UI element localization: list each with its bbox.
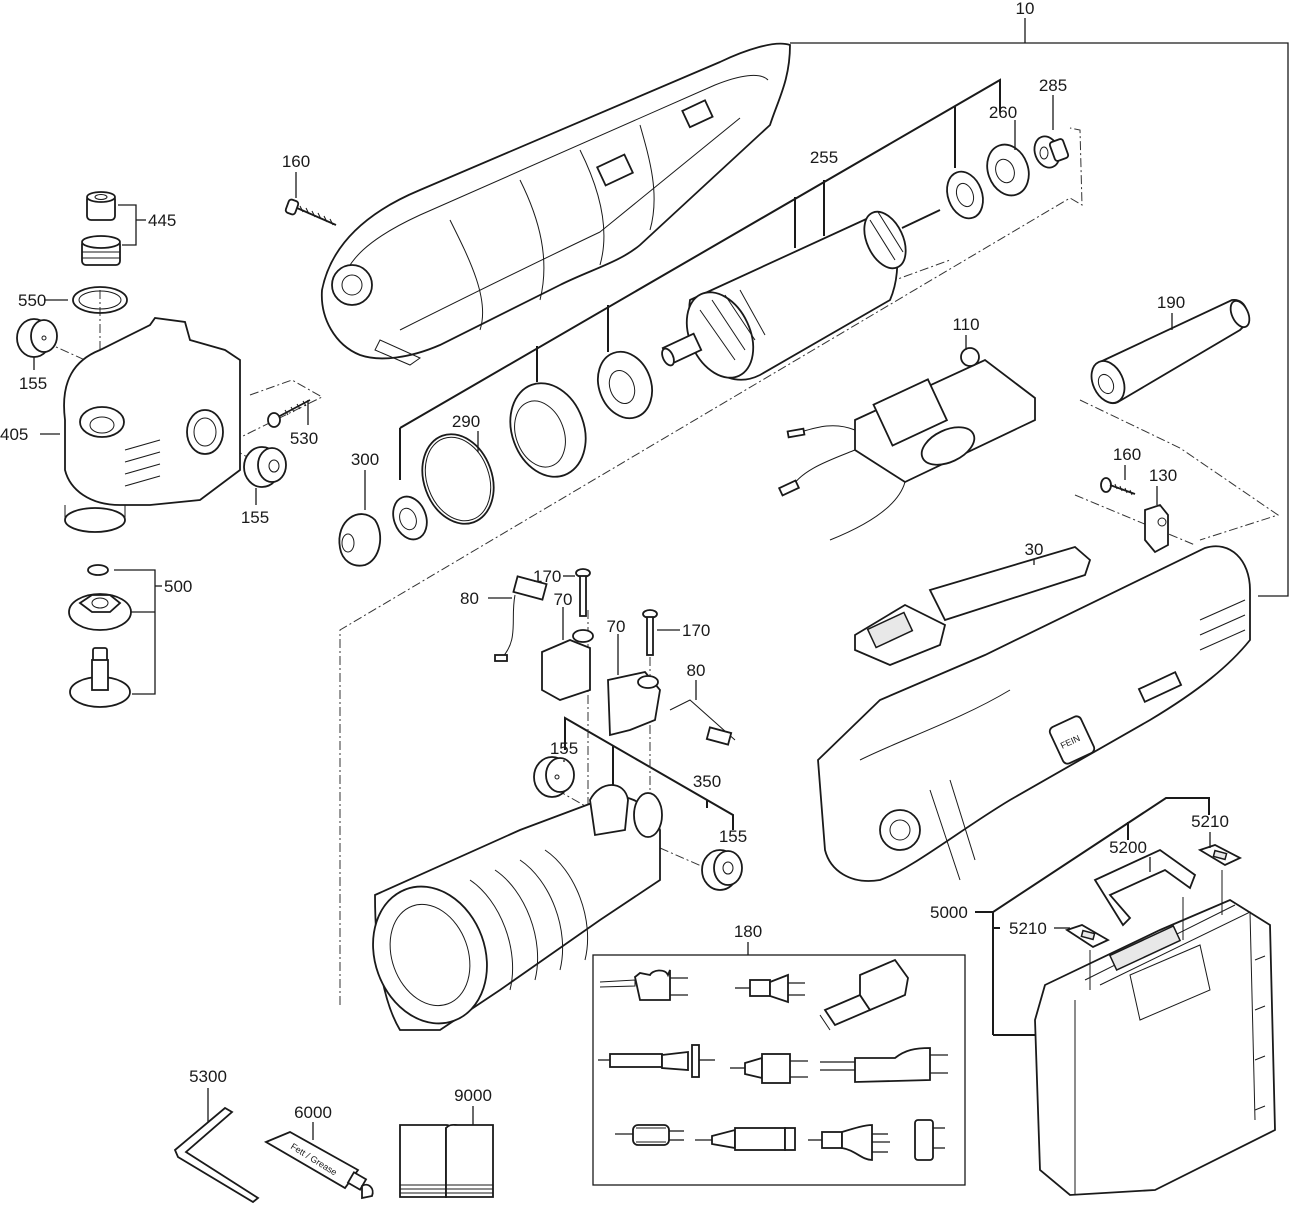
clamp-130 — [1144, 503, 1169, 554]
bracket-10 — [790, 18, 1289, 597]
carrying-case-5000 — [1034, 898, 1276, 1196]
label-part-30: 30 — [1025, 540, 1044, 559]
label-part-155-center: 155 — [241, 508, 269, 527]
handle-grip-190 — [1090, 299, 1251, 405]
damper-155-center — [243, 446, 287, 488]
label-part-5210-left: 5210 — [1009, 919, 1047, 938]
bearing-lower-stack — [338, 350, 653, 567]
label-part-5200: 5200 — [1109, 838, 1147, 857]
bracket-445 — [118, 204, 137, 246]
plug-eu-flat — [820, 1047, 948, 1083]
label-part-170-left: 170 — [533, 567, 561, 586]
brush-holder-70-left — [541, 629, 594, 701]
latch-5210-right — [1197, 844, 1243, 867]
bushing-445 — [81, 191, 121, 266]
plug-round — [695, 1127, 796, 1151]
screw-170-right — [642, 609, 658, 656]
label-part-170-right: 170 — [682, 621, 710, 640]
label-part-80-left: 80 — [460, 589, 479, 608]
label-part-550: 550 — [18, 291, 46, 310]
label-part-70-right: 70 — [607, 617, 626, 636]
label-part-155-stator-right: 155 — [719, 827, 747, 846]
plug-za — [808, 1124, 890, 1161]
damper-155-left — [16, 318, 58, 358]
label-part-160-top: 160 — [282, 152, 310, 171]
label-part-180: 180 — [734, 922, 762, 941]
electronics-module-110 — [777, 347, 1036, 541]
leader-lines — [33, 95, 1211, 929]
brush-80-right — [669, 699, 736, 746]
grease-tube-6000: Fett / Grease — [263, 1122, 374, 1200]
label-part-110: 110 — [952, 315, 979, 334]
bearing-260 — [946, 143, 1030, 220]
gear-head-405 — [63, 317, 241, 533]
bracket-5000 — [975, 797, 1210, 1036]
clamp-assembly-500 — [68, 564, 132, 708]
label-part-255: 255 — [810, 148, 838, 167]
hex-key-5300 — [173, 1088, 260, 1204]
plug-options-180 — [592, 942, 966, 1186]
label-part-190: 190 — [1157, 293, 1185, 312]
label-part-285: 285 — [1039, 76, 1067, 95]
assembly-axes — [44, 127, 1280, 1005]
stator-350 — [372, 784, 663, 1031]
brush-80-left — [494, 575, 548, 662]
bracket-500 — [114, 569, 156, 695]
label-part-10: 10 — [1016, 0, 1035, 18]
plug-us — [599, 969, 688, 1001]
plug-ch — [735, 973, 805, 1004]
label-part-500: 500 — [164, 577, 192, 596]
label-part-130: 130 — [1149, 466, 1177, 485]
plug-uk — [914, 1119, 945, 1161]
label-part-80-right: 80 — [687, 661, 706, 680]
screw-160-top — [284, 172, 337, 226]
housing-upper-shell — [321, 42, 791, 366]
screw-170-left — [575, 568, 591, 617]
brush-holder-70-right — [607, 671, 661, 737]
bracket-350 — [564, 716, 734, 830]
spacer-285 — [1033, 135, 1070, 169]
latch-5210-left — [1064, 924, 1110, 949]
label-part-70-left: 70 — [554, 590, 573, 609]
housing-lower-shell: FEIN — [817, 545, 1251, 882]
label-part-160-right: 160 — [1113, 445, 1141, 464]
plug-jp — [615, 1124, 684, 1146]
label-part-5210-right: 5210 — [1191, 812, 1229, 831]
case-handle-5200 — [1093, 848, 1197, 927]
plug-au — [598, 1044, 715, 1078]
damper-155-stator-left — [533, 756, 575, 798]
switch-slide-30 — [854, 545, 1092, 666]
plug-schuko — [819, 958, 909, 1031]
label-part-5300: 5300 — [189, 1067, 227, 1086]
label-part-405: 405 — [0, 425, 28, 444]
bracket-255 — [399, 78, 1001, 480]
label-part-9000: 9000 — [454, 1086, 492, 1105]
label-part-445: 445 — [148, 211, 176, 230]
label-part-155-stator-left: 155 — [550, 739, 578, 758]
label-part-300: 300 — [351, 450, 379, 469]
label-part-350: 350 — [693, 772, 721, 791]
plug-eu — [730, 1053, 808, 1084]
screw-530 — [267, 399, 311, 428]
label-part-5000: 5000 — [930, 903, 968, 922]
o-ring-550 — [72, 286, 128, 314]
armature-255 — [661, 209, 941, 381]
screw-160-right — [1100, 477, 1136, 496]
label-part-530: 530 — [290, 429, 318, 448]
damper-155-stator-right — [701, 849, 743, 891]
manual-9000 — [399, 1106, 494, 1198]
label-part-260: 260 — [989, 103, 1017, 122]
label-part-6000: 6000 — [294, 1103, 332, 1122]
label-part-155-left: 155 — [19, 374, 47, 393]
label-part-290: 290 — [452, 412, 480, 431]
